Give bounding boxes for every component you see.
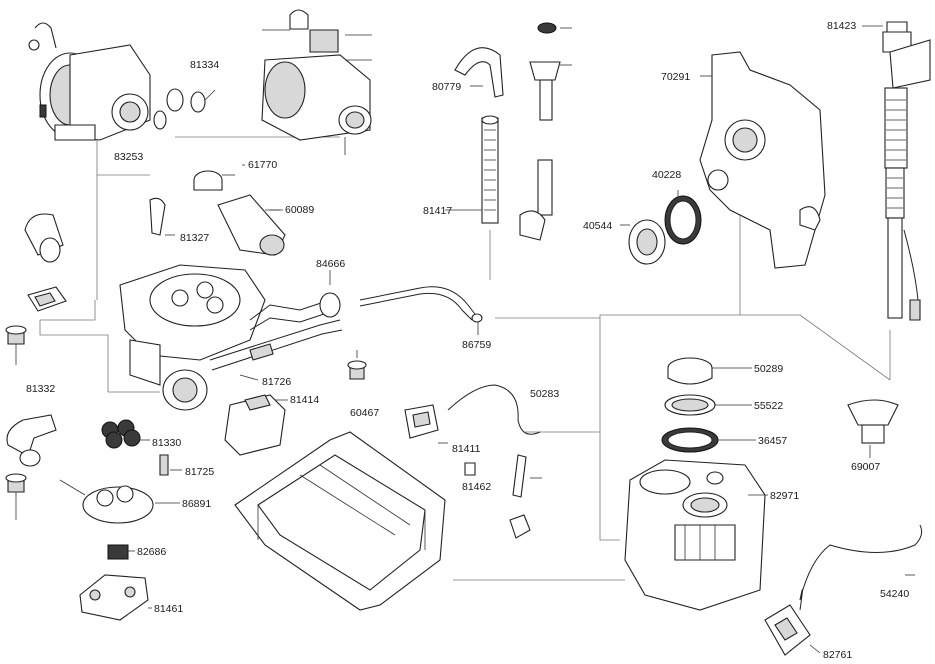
label-69007[interactable]: 69007	[851, 461, 880, 473]
label-50283[interactable]: 50283	[530, 388, 559, 400]
label-81414[interactable]: 81414	[290, 394, 319, 406]
label-81330[interactable]: 81330	[152, 437, 181, 449]
label-82971[interactable]: 82971	[770, 490, 799, 502]
relay-part-81414[interactable]	[224, 394, 288, 456]
cap-part-50289[interactable]	[667, 357, 713, 385]
filter-part-69007[interactable]	[847, 399, 899, 444]
hose-guide-part-80779[interactable]	[454, 47, 504, 98]
heater-part-60089[interactable]	[217, 194, 286, 256]
hose-part-81726[interactable]	[209, 319, 343, 381]
label-81334[interactable]: 81334	[190, 59, 219, 71]
drain-pump-part[interactable]	[261, 9, 372, 155]
sensor-part-60467[interactable]	[347, 350, 367, 380]
label-81411[interactable]: 81411	[452, 443, 481, 455]
softener-part-82971[interactable]	[624, 459, 766, 611]
sensor-part-left-lower[interactable]	[5, 473, 27, 520]
hose-part-81332[interactable]	[6, 414, 57, 467]
inlet-hose-part-81423[interactable]	[882, 21, 931, 321]
connector-lines	[39, 136, 891, 581]
label-82761[interactable]: 82761	[823, 649, 852, 661]
label-81461[interactable]: 81461	[154, 603, 183, 615]
label-60089[interactable]: 60089	[285, 204, 314, 216]
sensor-part-left-upper[interactable]	[5, 325, 27, 365]
circulation-pump-part[interactable]	[28, 22, 151, 141]
seal-part-40228[interactable]	[664, 195, 702, 245]
label-81327[interactable]: 81327	[180, 232, 209, 244]
pressure-switch-part-86891[interactable]	[59, 479, 180, 524]
leader-lines	[242, 25, 915, 654]
air-break-part-70291[interactable]	[699, 51, 826, 269]
label-82686[interactable]: 82686	[137, 546, 166, 558]
wire-part-54240[interactable]	[799, 524, 923, 611]
connector-part-82686[interactable]	[107, 544, 135, 560]
label-36457[interactable]: 36457	[758, 435, 787, 447]
label-80779[interactable]: 80779	[432, 81, 461, 93]
hose-part-84666[interactable]	[249, 292, 341, 331]
base-frame-part[interactable]	[234, 431, 446, 611]
label-81423[interactable]: 81423	[827, 20, 856, 32]
screw-part-81725[interactable]	[159, 454, 182, 476]
label-50289[interactable]: 50289	[754, 363, 783, 375]
label-70291[interactable]: 70291	[661, 71, 690, 83]
label-55522[interactable]: 55522	[754, 400, 783, 412]
label-81462[interactable]: 81462	[462, 481, 491, 493]
label-86759[interactable]: 86759	[462, 339, 491, 351]
label-40228[interactable]: 40228	[652, 169, 681, 181]
hose-part-61770[interactable]	[193, 170, 235, 191]
inlet-fitting-part[interactable]	[519, 22, 572, 241]
label-86891[interactable]: 86891	[182, 498, 211, 510]
valve-part-left-upper[interactable]	[27, 286, 67, 312]
nut-part-40544[interactable]	[628, 219, 666, 265]
label-81725[interactable]: 81725	[185, 466, 214, 478]
clip-part-81462[interactable]	[464, 462, 476, 476]
drain-hose-part-81417[interactable]	[481, 115, 499, 224]
bracket-part-81461[interactable]	[79, 574, 152, 621]
hose-part-small[interactable]	[509, 454, 542, 539]
seal-rings-part-81330[interactable]	[101, 419, 150, 449]
label-84666[interactable]: 84666	[316, 258, 345, 270]
label-60467[interactable]: 60467	[350, 407, 379, 419]
label-61770[interactable]: 61770	[248, 159, 277, 171]
sump-assembly-part[interactable]	[119, 264, 266, 411]
valve-part-81411[interactable]	[404, 404, 448, 444]
label-40544[interactable]: 40544	[583, 220, 612, 232]
connector-part-82761[interactable]	[764, 604, 811, 656]
label-81417[interactable]: 81417	[423, 205, 452, 217]
clamp-part-81334[interactable]	[153, 88, 216, 130]
label-81332[interactable]: 81332	[26, 383, 55, 395]
label-81726[interactable]: 81726	[262, 376, 291, 388]
label-83253[interactable]: 83253	[114, 151, 143, 163]
part-labels: 81334 83253 61770 60089 81327 80779 8141…	[26, 20, 909, 661]
bracket-part-81327[interactable]	[149, 197, 175, 236]
hose-part-86759[interactable]	[359, 286, 483, 323]
ring-part-55522[interactable]	[664, 394, 716, 416]
wire-part-50283[interactable]	[447, 384, 541, 435]
gasket-part-36457[interactable]	[661, 427, 719, 453]
label-54240[interactable]: 54240	[880, 588, 909, 600]
hose-part-left-upper[interactable]	[24, 213, 64, 263]
